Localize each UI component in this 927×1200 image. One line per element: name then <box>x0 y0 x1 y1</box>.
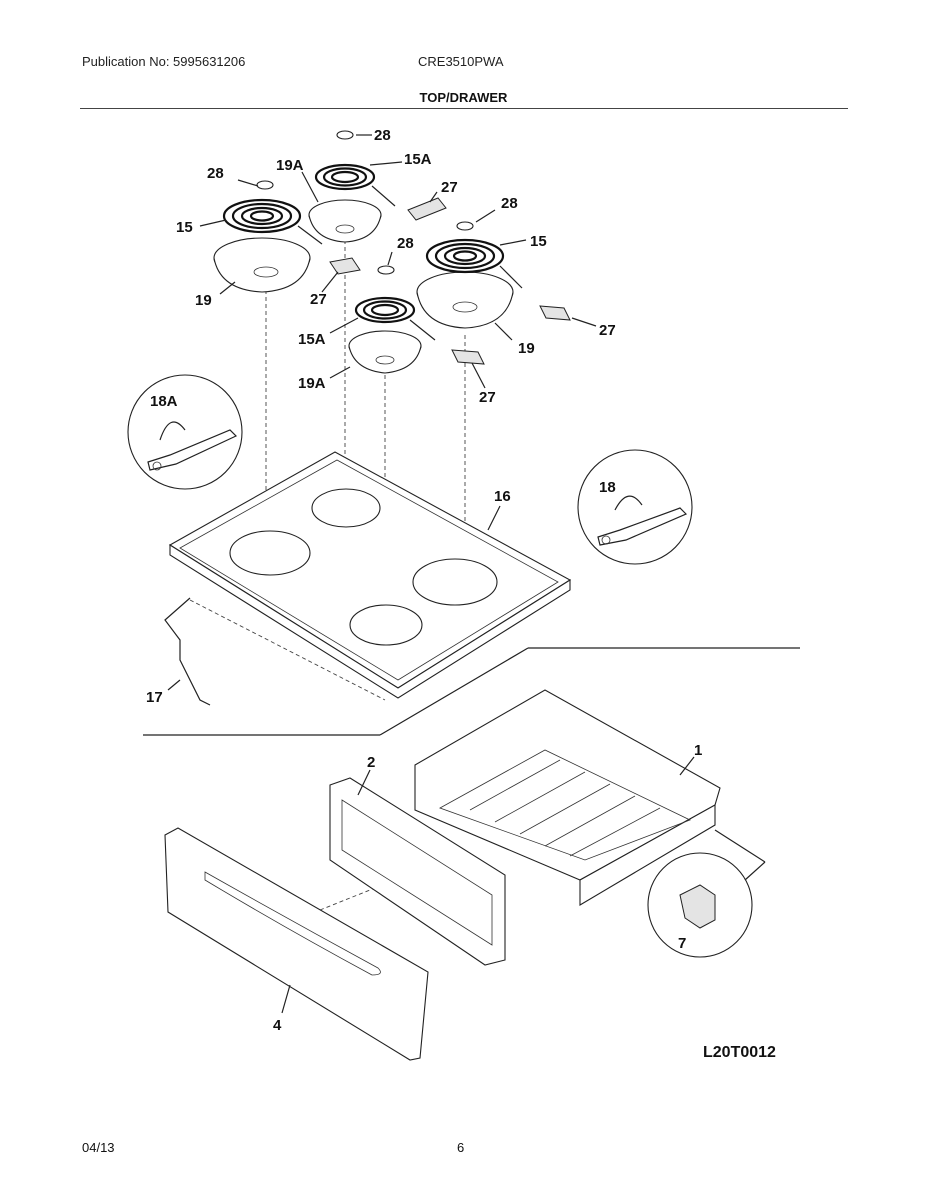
leader-lines <box>167 134 695 1014</box>
callout-27-top: 27 <box>441 179 458 196</box>
callout-1: 1 <box>694 742 702 759</box>
drawer-panel-2 <box>329 777 506 966</box>
callout-28-top: 28 <box>374 127 391 144</box>
callout-28-left: 28 <box>207 165 224 182</box>
surface-element-15-left <box>222 198 323 245</box>
callout-15-right: 15 <box>530 233 547 250</box>
drip-bowl-19A-top <box>308 199 382 243</box>
section-title: TOP/DRAWER <box>419 90 508 105</box>
callouts: 28 15A 19A 28 27 28 15 28 15 19 27 15A 1… <box>146 127 702 1034</box>
callout-27-right: 27 <box>599 322 616 339</box>
cooktop-16 <box>168 451 572 699</box>
drawer-front-4 <box>164 827 429 1061</box>
callout-27-bottom: 27 <box>479 389 496 406</box>
callout-18: 18 <box>599 479 616 496</box>
prop-rod-17 <box>164 597 211 706</box>
receptacles-27 <box>329 197 571 365</box>
detail-circle-18A <box>127 374 243 490</box>
drawer-1 <box>414 689 721 906</box>
publication-number: Publication No: 5995631206 <box>82 54 246 69</box>
callout-28-right: 28 <box>501 195 518 212</box>
trim-ring-28-mid <box>377 265 395 275</box>
diagram-code: L20T0012 <box>703 1044 776 1061</box>
callout-27-left: 27 <box>310 291 327 308</box>
callout-4: 4 <box>273 1017 282 1034</box>
callout-15-left: 15 <box>176 219 193 236</box>
surface-element-15A-bottom <box>354 296 436 341</box>
callout-19-left: 19 <box>195 292 212 309</box>
trim-ring-28-left <box>256 180 274 190</box>
surface-element-15A-top <box>314 163 396 207</box>
callout-18A: 18A <box>150 393 178 410</box>
callout-28-mid: 28 <box>397 235 414 252</box>
callout-7: 7 <box>678 935 686 952</box>
model-number: CRE3510PWA <box>418 54 504 69</box>
callout-19A-bottom: 19A <box>298 375 326 392</box>
footer-date: 04/13 <box>82 1140 115 1155</box>
detail-circle-18 <box>577 449 693 565</box>
callout-16: 16 <box>494 488 511 505</box>
callout-2: 2 <box>367 754 375 771</box>
drip-bowl-19A-bottom <box>348 330 422 374</box>
callout-19-right: 19 <box>518 340 535 357</box>
page-number: 6 <box>457 1140 465 1155</box>
surface-element-15-right <box>425 238 523 289</box>
trim-ring-28-top <box>336 130 354 140</box>
callout-15A-bottom: 15A <box>298 331 326 348</box>
callout-15A-top: 15A <box>404 151 432 168</box>
callout-19A-top: 19A <box>276 157 304 174</box>
drip-bowl-19-left <box>213 237 311 293</box>
detail-circle-7 <box>647 829 766 958</box>
callout-17: 17 <box>146 689 163 706</box>
drip-bowl-19-right <box>416 271 514 329</box>
section-separator <box>143 647 800 736</box>
trim-ring-28-right <box>456 221 474 231</box>
header-rule <box>80 108 848 109</box>
